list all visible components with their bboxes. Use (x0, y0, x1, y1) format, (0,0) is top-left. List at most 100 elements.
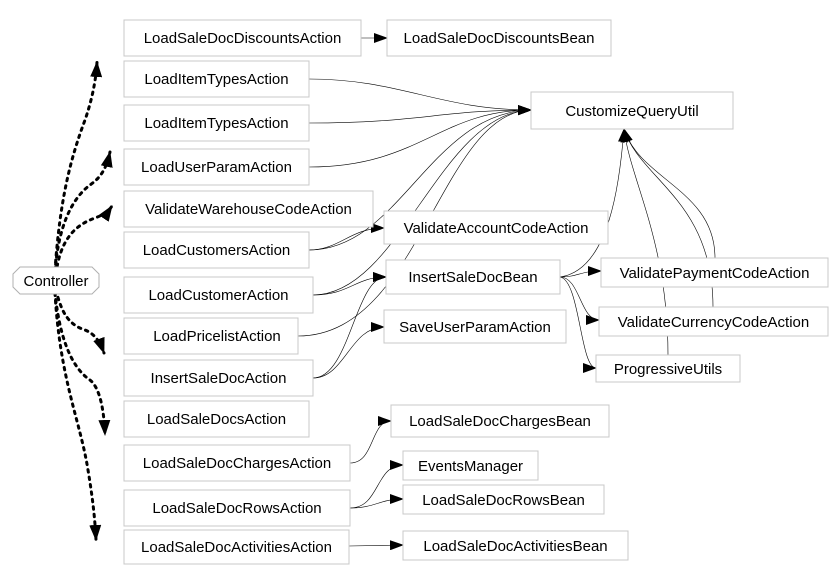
node-box (402, 484, 605, 515)
edge-load-customer-to-customize (312, 105, 532, 296)
dependency-edges (297, 33, 716, 551)
node-label: ValidateWarehouseCodeAction (145, 201, 352, 218)
node-load-sale-doc-rows-bean[interactable]: LoadSaleDocRowsBean (402, 484, 605, 515)
edge-user-param-to-customize (308, 105, 532, 168)
node-box (123, 190, 374, 228)
node-label: ProgressiveUtils (614, 361, 722, 378)
controller-edge-up-mid (53, 150, 113, 274)
node-label: LoadSaleDocDiscountsBean (404, 30, 595, 47)
node-box (385, 259, 561, 295)
controller-edge-up-far (53, 60, 103, 272)
node-label: ValidateCurrencyCodeAction (618, 314, 810, 331)
edge-charges-action-to-bean (349, 416, 392, 464)
node-box (530, 91, 734, 130)
controller-edge-down-far (53, 291, 102, 542)
node-label: SaveUserParamAction (399, 319, 551, 336)
node-insert-sale-doc-bean[interactable]: InsertSaleDocBean (385, 259, 561, 295)
controller-label: Controller (23, 273, 88, 290)
node-label: LoadSaleDocActivitiesBean (423, 538, 607, 555)
node-label: InsertSaleDocAction (151, 370, 287, 387)
controller-node[interactable]: Controller (12, 266, 100, 295)
node-box (123, 317, 299, 355)
node-label: CustomizeQueryUtil (565, 103, 698, 120)
node-box (123, 489, 351, 527)
node-load-customers-action[interactable]: LoadCustomersAction (123, 231, 310, 269)
node-box (123, 19, 362, 57)
node-validate-account-code-action[interactable]: ValidateAccountCodeAction (383, 210, 609, 245)
node-load-sale-doc-charges-action[interactable]: LoadSaleDocChargesAction (123, 444, 351, 482)
node-load-pricelist-action[interactable]: LoadPricelistAction (123, 317, 299, 355)
node-label: LoadUserParamAction (141, 159, 292, 176)
node-label: LoadItemTypesAction (144, 71, 288, 88)
node-box (123, 231, 310, 269)
node-load-sale-doc-discounts-action[interactable]: LoadSaleDocDiscountsAction (123, 19, 362, 57)
node-box (123, 400, 310, 438)
node-load-item-types-action-1[interactable]: LoadItemTypesAction (123, 60, 310, 98)
node-load-sale-doc-rows-action[interactable]: LoadSaleDocRowsAction (123, 489, 351, 527)
edge-insert-action-to-save-user-param (312, 322, 385, 379)
edge-item-types-2-to-customize (308, 105, 532, 124)
node-box (123, 276, 314, 314)
node-box (123, 60, 310, 98)
node-load-sale-doc-charges-bean[interactable]: LoadSaleDocChargesBean (390, 404, 610, 438)
node-label: LoadSaleDocDiscountsAction (144, 30, 342, 47)
node-label: LoadCustomerAction (148, 287, 288, 304)
edge-insert-bean-to-customize (559, 128, 628, 278)
edge-rows-action-to-events (349, 460, 404, 509)
controller-edge-down-mid (53, 290, 111, 437)
node-box (386, 19, 612, 57)
node-box (123, 148, 310, 186)
node-load-item-types-action-2[interactable]: LoadItemTypesAction (123, 104, 310, 142)
node-label: LoadSaleDocRowsBean (422, 492, 585, 509)
node-validate-currency-code-action[interactable]: ValidateCurrencyCodeAction (598, 306, 829, 337)
node-box (383, 309, 567, 344)
edge-item-types-1-to-customize (308, 78, 532, 115)
node-box (595, 354, 741, 383)
edge-rows-action-to-rows-bean (349, 494, 404, 509)
node-box (123, 529, 350, 565)
node-insert-sale-doc-action[interactable]: InsertSaleDocAction (123, 359, 314, 397)
node-save-user-param-action[interactable]: SaveUserParamAction (383, 309, 567, 344)
node-load-sale-doc-activities-action[interactable]: LoadSaleDocActivitiesAction (123, 529, 350, 565)
controller-edge-down-near (54, 288, 106, 355)
node-box (383, 210, 609, 245)
edge-insert-bean-to-progressive (559, 276, 597, 373)
node-box (123, 444, 351, 482)
node-load-sale-doc-discounts-bean[interactable]: LoadSaleDocDiscountsBean (386, 19, 612, 57)
edge-insert-bean-to-validate-currency (559, 276, 600, 325)
node-label: LoadSaleDocActivitiesAction (141, 539, 332, 556)
node-events-manager[interactable]: EventsManager (402, 450, 539, 481)
node-load-user-param-action[interactable]: LoadUserParamAction (123, 148, 310, 186)
edge-activities-action-to-bean (348, 540, 404, 551)
edge-load-customers-to-customize (308, 105, 532, 251)
node-box (600, 257, 829, 288)
node-validate-payment-code-action[interactable]: ValidatePaymentCodeAction (600, 257, 829, 288)
node-box (402, 530, 629, 561)
node-label: LoadCustomersAction (143, 242, 291, 259)
node-label: LoadSaleDocChargesBean (409, 413, 591, 430)
node-label: LoadSaleDocsAction (147, 411, 286, 428)
edge-load-customer-to-insert-bean (312, 272, 387, 296)
node-label: LoadSaleDocRowsAction (152, 500, 321, 517)
node-label: ValidateAccountCodeAction (404, 220, 589, 237)
node-box (402, 450, 539, 481)
node-label: ValidatePaymentCodeAction (620, 265, 810, 282)
node-progressive-utils[interactable]: ProgressiveUtils (595, 354, 741, 383)
node-label: LoadPricelistAction (153, 328, 281, 345)
node-box (123, 359, 314, 397)
node-load-sale-docs-action[interactable]: LoadSaleDocsAction (123, 400, 310, 438)
node-label: LoadItemTypesAction (144, 115, 288, 132)
edge-load-customers-to-validate-account (308, 223, 385, 251)
node-box (598, 306, 829, 337)
controller-edges (53, 60, 114, 542)
node-label: InsertSaleDocBean (408, 269, 537, 286)
controller-shape (12, 266, 100, 295)
edge-validate-payment-to-customize (623, 128, 716, 259)
edge-insert-bean-to-validate-payment (559, 266, 602, 278)
node-validate-warehouse-code-action[interactable]: ValidateWarehouseCodeAction (123, 190, 374, 228)
node-customize-query-util[interactable]: CustomizeQueryUtil (530, 91, 734, 130)
node-load-customer-action[interactable]: LoadCustomerAction (123, 276, 314, 314)
node-label: EventsManager (418, 458, 523, 475)
node-load-sale-doc-activities-bean[interactable]: LoadSaleDocActivitiesBean (402, 530, 629, 561)
